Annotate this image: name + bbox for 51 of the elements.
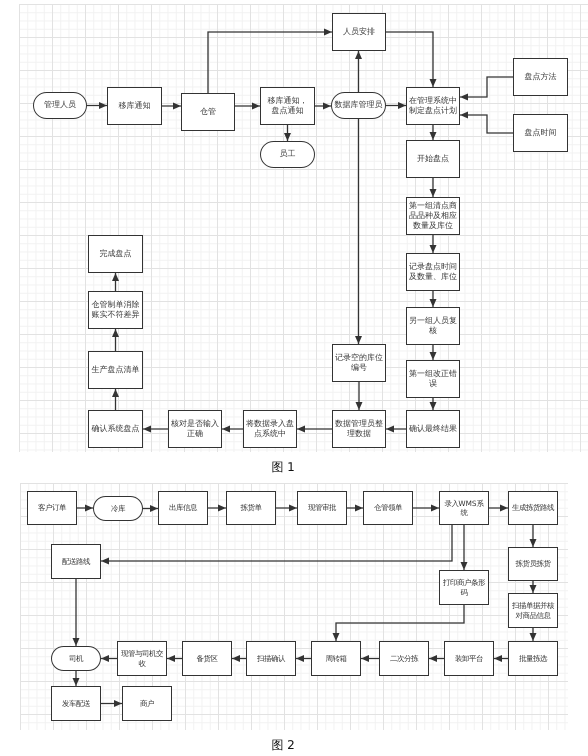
figure-caption: 图 2 bbox=[271, 738, 295, 752]
arrow bbox=[430, 345, 436, 360]
arrow bbox=[315, 102, 331, 110]
arrow bbox=[284, 125, 291, 141]
arrow bbox=[413, 504, 439, 512]
arrow bbox=[207, 28, 332, 93]
figure-caption: 图 1 bbox=[271, 460, 295, 474]
arrow bbox=[430, 291, 436, 307]
arrow bbox=[460, 525, 468, 570]
arrow bbox=[72, 579, 80, 646]
arrow bbox=[87, 102, 107, 109]
arrow bbox=[101, 700, 122, 707]
arrow bbox=[162, 102, 181, 110]
arrow bbox=[208, 504, 226, 512]
arrow bbox=[347, 504, 363, 512]
arrow bbox=[430, 398, 436, 410]
arrow bbox=[101, 525, 453, 564]
arrow bbox=[355, 51, 362, 92]
arrow bbox=[72, 671, 80, 686]
arrow bbox=[235, 102, 260, 110]
arrow bbox=[112, 329, 119, 351]
arrow bbox=[460, 76, 513, 100]
arrow bbox=[276, 504, 297, 512]
arrow bbox=[143, 426, 168, 432]
arrow bbox=[530, 628, 536, 641]
arrow bbox=[430, 235, 436, 253]
arrow bbox=[386, 102, 406, 109]
arrow bbox=[489, 504, 508, 512]
arrow bbox=[296, 655, 311, 662]
arrow bbox=[386, 31, 436, 87]
arrow bbox=[167, 655, 182, 662]
arrow bbox=[297, 426, 332, 432]
arrow bbox=[430, 125, 436, 140]
arrow bbox=[430, 178, 436, 197]
arrow bbox=[77, 504, 93, 512]
arrow bbox=[112, 273, 119, 291]
arrow bbox=[332, 605, 465, 641]
arrow bbox=[386, 426, 406, 432]
arrow bbox=[361, 655, 379, 662]
arrow bbox=[222, 426, 243, 432]
arrow bbox=[460, 112, 513, 134]
arrow bbox=[112, 389, 119, 410]
arrow bbox=[530, 581, 536, 593]
arrow bbox=[356, 382, 362, 410]
arrow bbox=[355, 119, 362, 344]
arrow bbox=[232, 655, 246, 662]
arrow bbox=[494, 655, 508, 662]
arrow bbox=[429, 655, 444, 662]
arrow bbox=[101, 655, 117, 662]
arrow bbox=[143, 505, 158, 512]
arrow bbox=[530, 525, 536, 547]
